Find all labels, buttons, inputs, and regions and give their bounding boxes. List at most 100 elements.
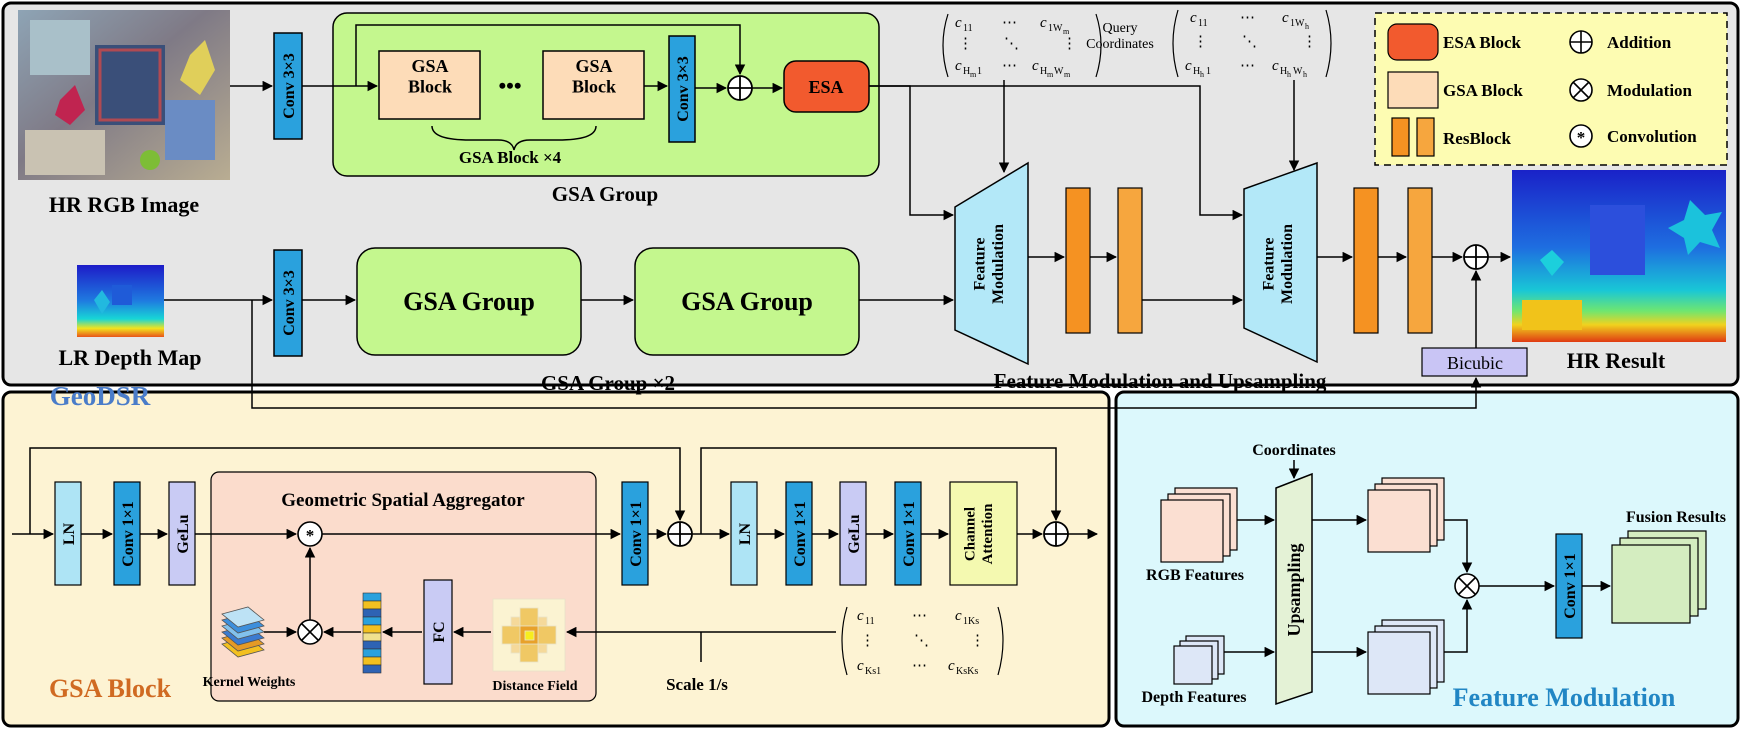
legend-addition-label: Addition xyxy=(1607,33,1672,52)
svg-text:⋮: ⋮ xyxy=(860,633,875,649)
svg-text:c: c xyxy=(1185,58,1192,74)
gsa-group-box-2-label: GSA Group xyxy=(681,287,813,316)
svg-text:⋮: ⋮ xyxy=(1302,34,1317,50)
svg-text:⋮: ⋮ xyxy=(970,633,985,649)
svg-text:H: H xyxy=(1193,66,1200,77)
svg-text:c: c xyxy=(948,658,955,674)
conv3-top xyxy=(273,32,303,140)
gsa-block-x4-label: GSA Block ×4 xyxy=(459,148,562,167)
addition-gsa-1 xyxy=(667,521,693,547)
feature-modulation-1 xyxy=(954,161,1029,366)
depth-features-stack xyxy=(1173,635,1225,685)
modulation-op-gsa xyxy=(297,619,323,645)
legend-convolution-label: Convolution xyxy=(1607,127,1697,146)
conv1-4 xyxy=(894,481,922,586)
svg-text:⋮: ⋮ xyxy=(1062,36,1077,52)
conv1-3-label: Conv 1×1 xyxy=(792,501,809,567)
svg-text:c: c xyxy=(1040,15,1047,31)
feature-modulation-2 xyxy=(1243,161,1318,364)
svg-text:KsKs: KsKs xyxy=(956,666,978,677)
svg-text:h: h xyxy=(1287,70,1291,79)
svg-text:H: H xyxy=(963,66,970,77)
conv3-in-group-label: Conv 3×3 xyxy=(675,56,692,122)
conv1-2-label: Conv 1×1 xyxy=(628,501,645,567)
svg-text:⋱: ⋱ xyxy=(1242,34,1257,50)
svg-text:H: H xyxy=(1280,66,1287,77)
svg-text:c: c xyxy=(1032,58,1039,74)
modulation-op-fm xyxy=(1454,573,1480,599)
resblock-2b xyxy=(1407,187,1433,334)
svg-text:m: m xyxy=(1063,27,1070,36)
upsampled-rgb-stack xyxy=(1367,477,1445,553)
channel-attention-label: ChannelAttention xyxy=(963,503,996,564)
svg-text:1W: 1W xyxy=(1290,18,1305,29)
svg-text:m: m xyxy=(1047,70,1054,79)
ellipsis: ••• xyxy=(498,73,521,98)
conv1-1-label: Conv 1×1 xyxy=(120,501,137,567)
ln-1 xyxy=(54,481,82,586)
fusion-results-stack xyxy=(1611,530,1707,624)
legend-addition-icon xyxy=(1569,30,1593,54)
gelu-1-label: GeLu xyxy=(175,514,192,553)
legend-esa-swatch xyxy=(1387,23,1439,61)
svg-text:c: c xyxy=(955,608,962,624)
conv1-fm-label: Conv 1×1 xyxy=(1562,553,1579,619)
conv1-1 xyxy=(113,481,141,586)
legend-modulation-label: Modulation xyxy=(1607,81,1693,100)
fmu-title: Feature Modulation and Upsampling xyxy=(994,369,1327,393)
svg-text:⋯: ⋯ xyxy=(1002,15,1017,31)
fc-box xyxy=(423,579,453,685)
gsa-block-4 xyxy=(542,50,645,120)
top-arrows xyxy=(164,24,1512,409)
svg-text:Ks1: Ks1 xyxy=(865,666,881,677)
kernel-weights-label: Kernel Weights xyxy=(203,675,296,690)
conv1-4-label: Conv 1×1 xyxy=(901,501,918,567)
svg-text:c: c xyxy=(955,15,962,31)
bicubic-label: Bicubic xyxy=(1447,353,1503,373)
svg-text:11: 11 xyxy=(963,23,973,34)
svg-text:⋮: ⋮ xyxy=(1193,34,1208,50)
feature-modulation-panel-title: Feature Modulation xyxy=(1453,683,1676,712)
hr-rgb-image xyxy=(18,10,230,180)
depth-features-label: Depth Features xyxy=(1141,689,1246,706)
lr-depth-map xyxy=(77,265,164,337)
legend-gsa-swatch xyxy=(1387,71,1439,109)
coordinates-label: Coordinates xyxy=(1252,442,1336,459)
gsa-group-box-1 xyxy=(356,247,582,356)
gsa-group-title: GSA Group xyxy=(552,182,658,206)
channel-attention-box xyxy=(949,481,1018,586)
svg-text:⋯: ⋯ xyxy=(912,608,927,624)
svg-text:1: 1 xyxy=(1206,66,1211,77)
hr-result-label: HR Result xyxy=(1567,348,1666,373)
conv3-bottom xyxy=(273,249,303,357)
gsa-group-box-1-label: GSA Group xyxy=(403,287,535,316)
fc-label: FC xyxy=(431,621,448,642)
svg-text:⋮: ⋮ xyxy=(958,36,973,52)
gelu-2-label: GeLu xyxy=(846,514,863,553)
esa-label: ESA xyxy=(808,77,843,97)
svg-text:c: c xyxy=(955,58,962,74)
conv1-fm xyxy=(1555,533,1583,639)
convolution-op: * xyxy=(297,521,323,547)
gsa-block-brace xyxy=(431,125,597,151)
svg-text:⋯: ⋯ xyxy=(1240,10,1255,26)
gsa-block-arrows xyxy=(12,447,1099,662)
conv3-bottom-label: Conv 3×3 xyxy=(281,270,298,336)
resblock-2a xyxy=(1353,187,1379,334)
svg-text:h: h xyxy=(1303,70,1307,79)
svg-text:m: m xyxy=(1064,70,1071,79)
svg-text:m: m xyxy=(970,70,977,79)
addition-top xyxy=(727,75,753,101)
svg-text:⋱: ⋱ xyxy=(914,633,929,649)
fusion-results-label: Fusion Results xyxy=(1626,509,1726,526)
svg-text:1Ks: 1Ks xyxy=(963,616,979,627)
distance-field-label: Distance Field xyxy=(492,679,577,694)
svg-text:⋯: ⋯ xyxy=(1002,58,1017,74)
svg-text:1W: 1W xyxy=(1048,23,1063,34)
conv1-2 xyxy=(621,481,649,586)
addition-gsa-2 xyxy=(1043,521,1069,547)
model-name: GeoDSR xyxy=(50,381,151,411)
